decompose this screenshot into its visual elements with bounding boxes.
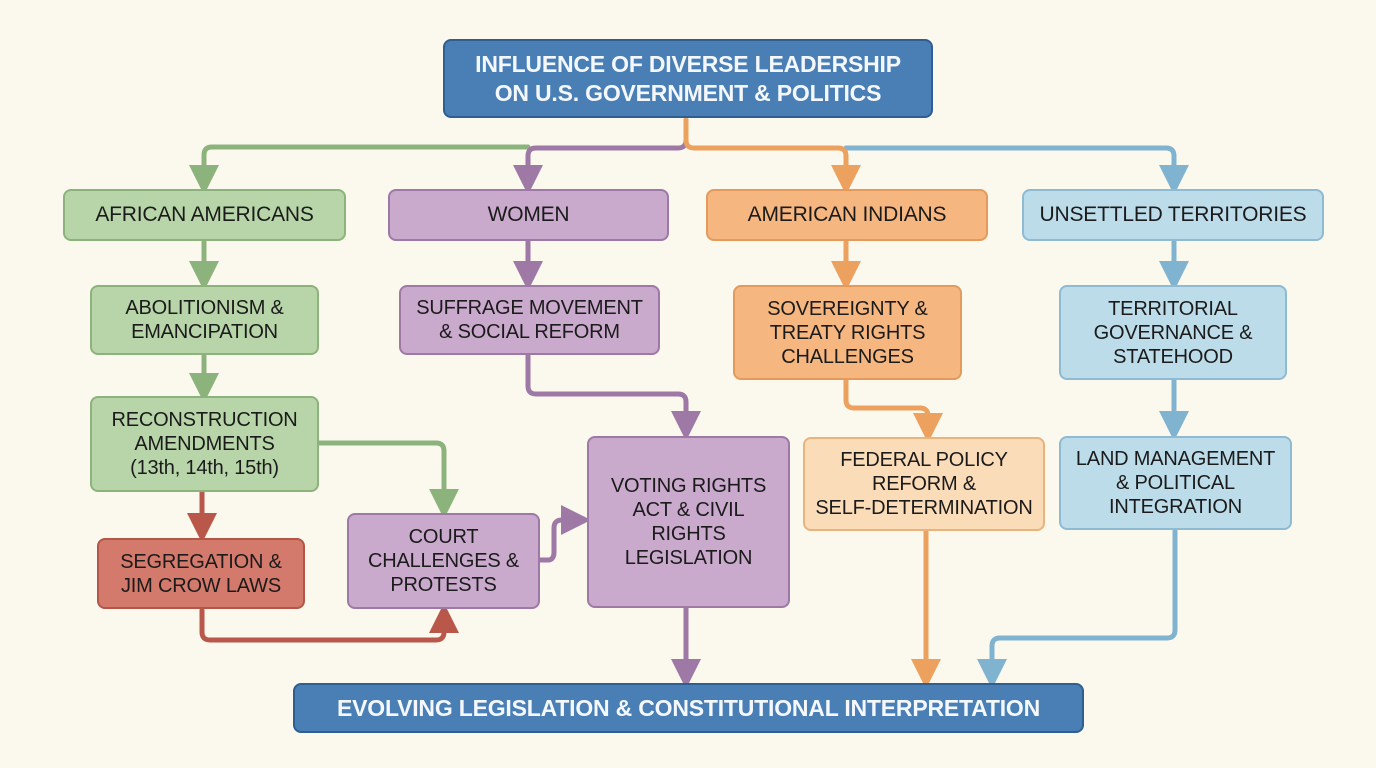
header-american-indians: AMERICAN INDIANS xyxy=(706,189,988,241)
header-african-americans: AFRICAN AMERICANS xyxy=(63,189,346,241)
outcome-box: EVOLVING LEGISLATION & CONSTITUTIONAL IN… xyxy=(293,683,1084,733)
node-land-management: LAND MANAGEMENT & POLITICAL INTEGRATION xyxy=(1059,436,1292,530)
node-federal-policy-reform: FEDERAL POLICY REFORM & SELF-DETERMINATI… xyxy=(803,437,1045,531)
node-voting-rights-act: VOTING RIGHTS ACT & CIVIL RIGHTS LEGISLA… xyxy=(587,436,790,608)
header-women: WOMEN xyxy=(388,189,669,241)
node-territorial-governance: TERRITORIAL GOVERNANCE & STATEHOOD xyxy=(1059,285,1287,380)
header-unsettled-territories: UNSETTLED TERRITORIES xyxy=(1022,189,1324,241)
node-abolitionism-emancipation: ABOLITIONISM & EMANCIPATION xyxy=(90,285,319,355)
node-segregation-jim-crow: SEGREGATION & JIM CROW LAWS xyxy=(97,538,305,609)
node-sovereignty-treaty-rights: SOVEREIGNTY & TREATY RIGHTS CHALLENGES xyxy=(733,285,962,380)
node-suffrage-social-reform: SUFFRAGE MOVEMENT & SOCIAL REFORM xyxy=(399,285,660,355)
node-court-challenges-protests: COURT CHALLENGES & PROTESTS xyxy=(347,513,540,609)
node-reconstruction-amendments: RECONSTRUCTION AMENDMENTS (13th, 14th, 1… xyxy=(90,396,319,492)
diagram-title: INFLUENCE OF DIVERSE LEADERSHIP ON U.S. … xyxy=(443,39,933,118)
